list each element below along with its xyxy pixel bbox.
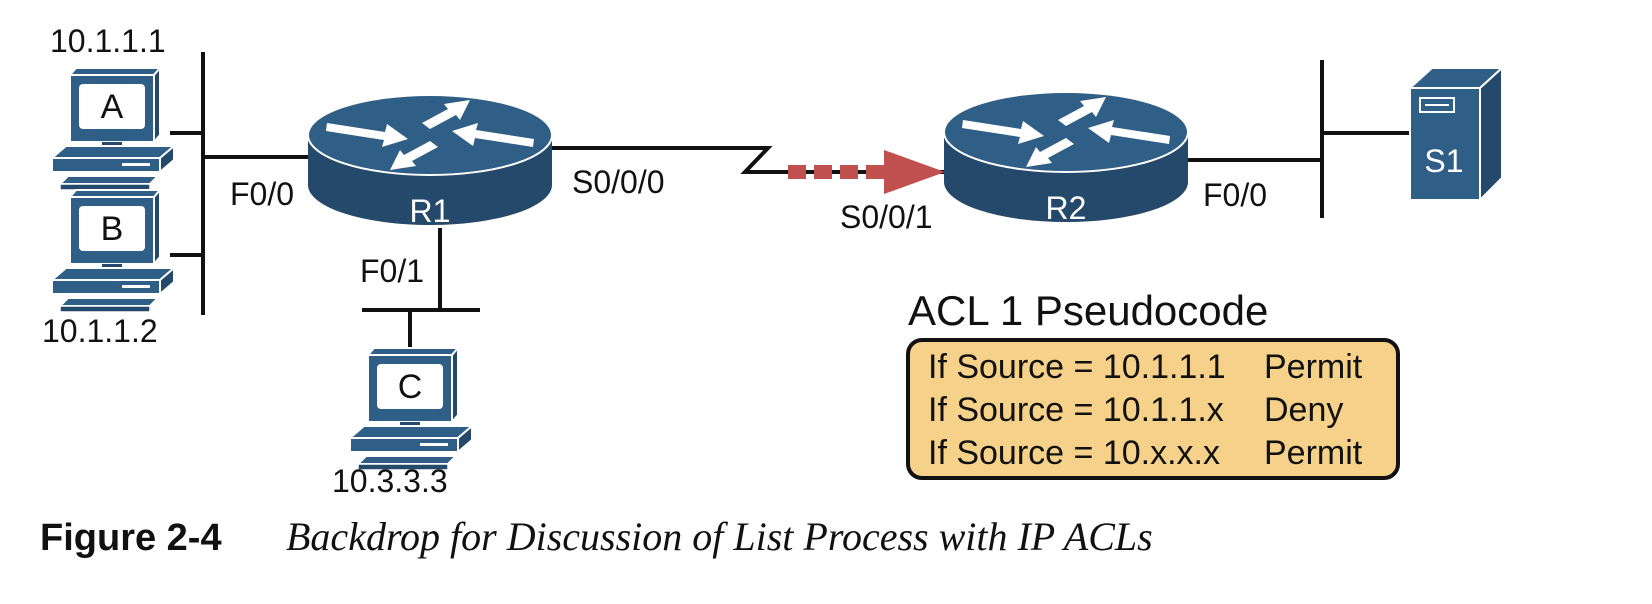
r1-f01-label: F0/1	[360, 253, 424, 289]
pc-a-letter: A	[101, 88, 124, 126]
pc-b: B	[51, 189, 175, 313]
server-s1-name: S1	[1424, 143, 1463, 179]
pc-b-letter: B	[101, 210, 124, 248]
pc-c-ip-label: 10.3.3.3	[332, 463, 448, 499]
computer-icon	[349, 347, 473, 471]
pc-a: A	[51, 67, 175, 191]
r1-s000-label: S0/0/0	[572, 164, 665, 200]
pc-b-ip-label: 10.1.1.2	[42, 313, 158, 349]
acl-rule-3-condition: If Source = 10.x.x.x	[928, 434, 1220, 472]
acl-title: ACL 1 Pseudocode	[908, 287, 1268, 334]
r2-s001-label: S0/0/1	[840, 199, 933, 235]
computer-icon	[51, 67, 175, 191]
pc-a-ip-label: 10.1.1.1	[50, 23, 166, 59]
acl-rule-1-action: Permit	[1264, 348, 1363, 386]
pc-c-letter: C	[398, 368, 423, 406]
router-r2-name: R2	[1046, 190, 1087, 226]
figure-title: Backdrop for Discussion of List Process …	[286, 514, 1153, 559]
figure-number: Figure 2-4	[40, 517, 222, 559]
acl-panel: ACL 1 Pseudocode If Source = 10.1.1.1 Pe…	[906, 287, 1400, 480]
r1-f00-label: F0/0	[230, 176, 294, 212]
router-r1: R1	[307, 94, 553, 229]
traffic-arrow	[788, 150, 945, 194]
server-icon	[1407, 65, 1505, 203]
acl-rule-2-action: Deny	[1264, 391, 1343, 429]
router-r2: R2	[943, 91, 1189, 226]
figure-caption: Figure 2-4 Backdrop for Discussion of Li…	[40, 514, 1153, 559]
r2-f00-label: F0/0	[1203, 177, 1267, 213]
acl-box	[906, 338, 1400, 480]
acl-rule-3-action: Permit	[1264, 434, 1363, 472]
acl-rule-2-condition: If Source = 10.1.1.x	[928, 391, 1224, 429]
pc-c: C	[349, 347, 473, 471]
computer-icon	[51, 189, 175, 313]
router-r1-name: R1	[410, 193, 451, 229]
acl-rule-1-condition: If Source = 10.1.1.1	[928, 348, 1226, 386]
server-s1: S1	[1407, 65, 1505, 203]
